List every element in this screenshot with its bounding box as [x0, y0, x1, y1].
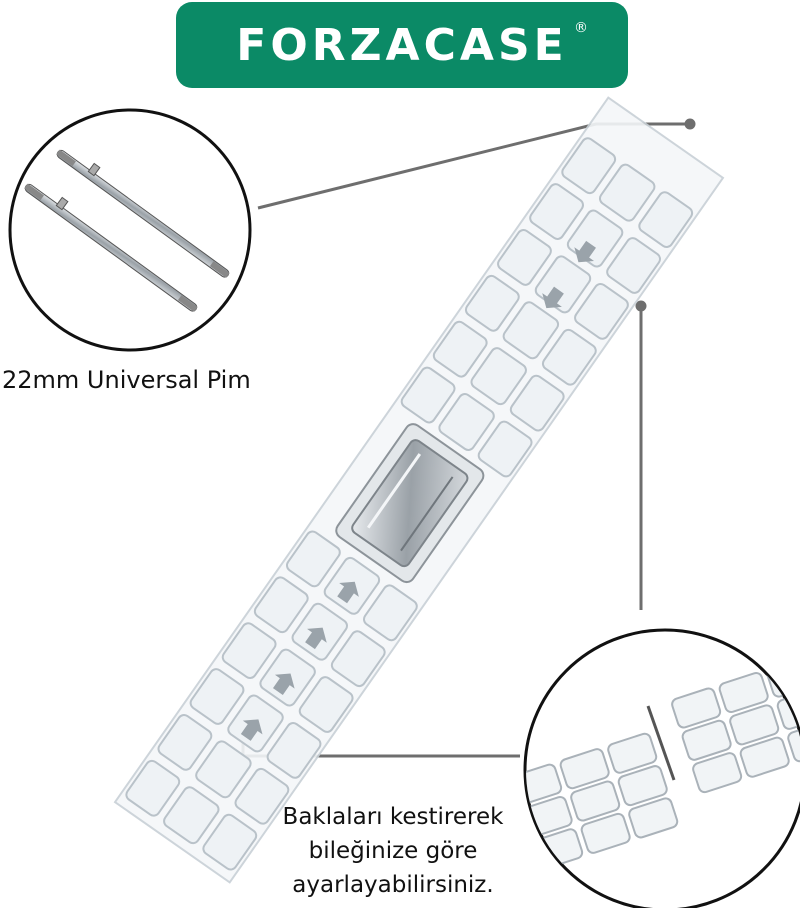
links-caption-line-1: Baklaları kestirerek	[282, 804, 504, 830]
links-caption-line-2: bileğinize göre	[308, 838, 478, 864]
spring-bar-pin-1	[56, 149, 230, 278]
links-leader-dot-top	[635, 300, 647, 312]
pin-leader-dot	[684, 118, 696, 130]
pin-caption: 22mm Universal Pim	[2, 366, 251, 394]
brand-logo: FORZACASE ®	[176, 2, 628, 88]
strap-link-arrows	[240, 240, 596, 741]
detached-pin	[646, 705, 676, 781]
watch-strap	[113, 96, 725, 884]
spring-bar-pin-2	[24, 183, 198, 312]
clasp	[335, 423, 485, 584]
registered-mark: ®	[574, 20, 588, 36]
links-caption: Baklaları kestirerek bileğinize göre aya…	[252, 800, 534, 902]
brand-logo-text: FORZACASE	[236, 19, 568, 71]
spring-bar-pins	[24, 149, 230, 312]
links-callout	[523, 628, 800, 908]
links-caption-line-3: ayarlayabilirsiniz.	[292, 872, 494, 898]
pin-callout	[8, 108, 252, 352]
